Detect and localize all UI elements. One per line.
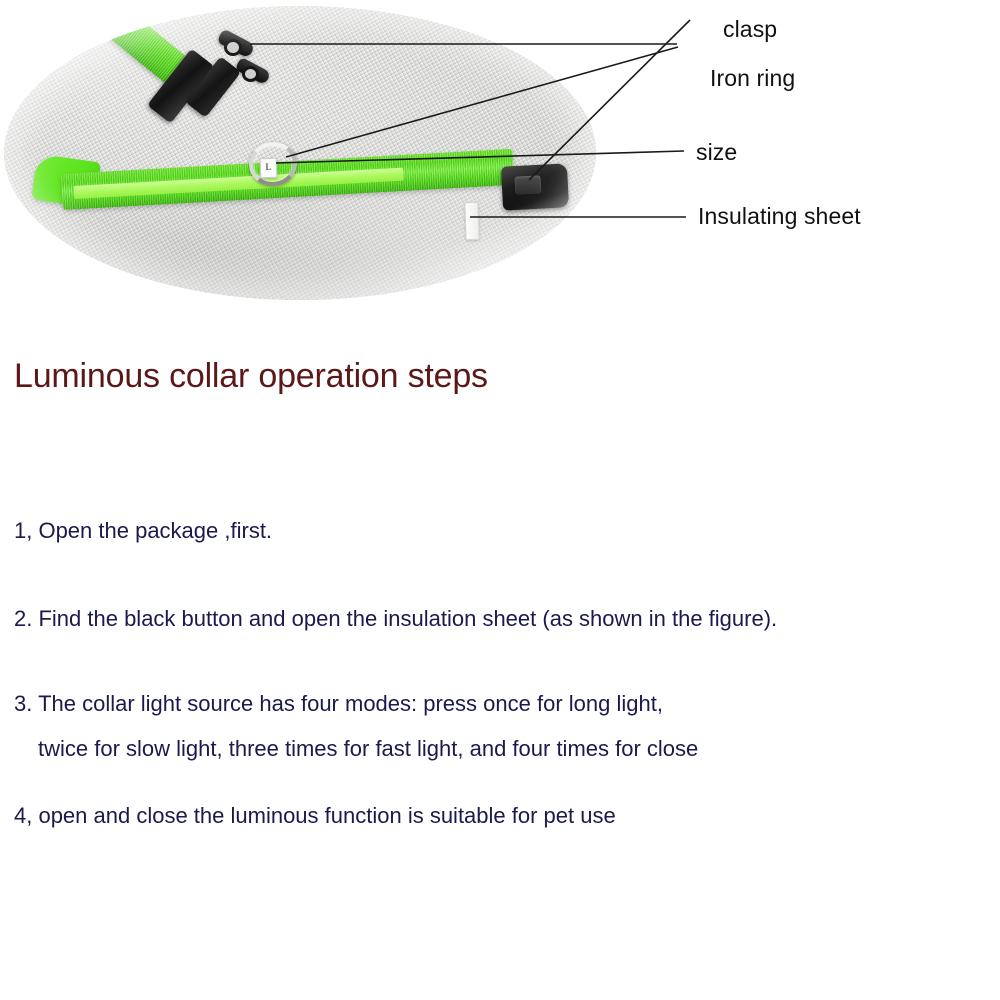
clasp-eyelet-upper — [224, 39, 242, 56]
callout-label-iron-ring: Iron ring — [710, 65, 796, 91]
callout-label-insulating-sheet: Insulating sheet — [698, 203, 861, 229]
black-button — [514, 175, 542, 195]
callout-label-size: size — [696, 139, 738, 165]
size-tag: L — [259, 157, 278, 179]
page-title: Luminous collar operation steps — [14, 356, 488, 395]
step-item-1: 1, Open the package ,first. — [14, 518, 273, 543]
step-item-3-continued: twice for slow light, three times for fa… — [38, 736, 699, 761]
step-item-2: 2. Find the black button and open the in… — [14, 606, 778, 631]
photo-oval-frame: L — [4, 6, 596, 300]
step-item-3: 3. The collar light source has four mode… — [14, 691, 663, 716]
clasp-eyelet-lower — [242, 66, 259, 82]
insulating-sheet-tab — [464, 201, 480, 241]
callout-label-clasp: clasp — [723, 16, 778, 42]
product-photo-figure: L clasp Iron ring size Insulating sheet — [0, 0, 861, 312]
step-item-4: 4, open and close the luminous function … — [14, 803, 616, 828]
